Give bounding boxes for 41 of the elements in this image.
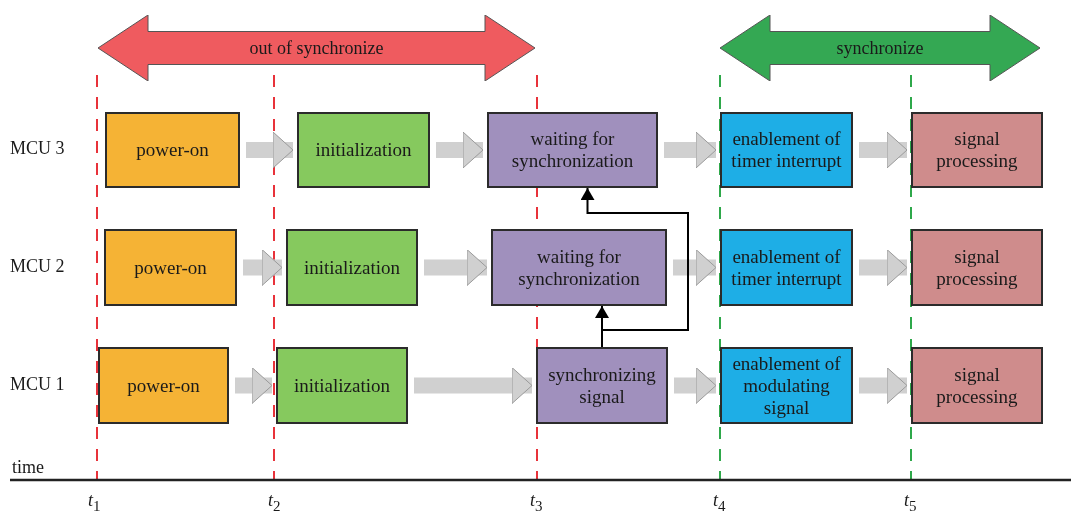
process-box: enablement of timer interrupt xyxy=(720,112,853,188)
process-box: enablement of modulating signal xyxy=(720,347,853,424)
band-label: out of synchronize xyxy=(249,37,384,59)
block-arrow xyxy=(246,131,294,169)
time-mark: t$_{1}$ xyxy=(88,490,101,511)
process-box: synchronizing signal xyxy=(536,347,668,424)
process-box: signal processing xyxy=(911,112,1043,188)
block-arrow xyxy=(243,249,283,286)
block-arrow xyxy=(674,367,717,404)
process-box: initialization xyxy=(297,112,430,188)
time-mark: t$_{2}$ xyxy=(268,490,281,511)
time-mark: t$_{4}$ xyxy=(713,490,726,511)
block-arrow xyxy=(235,367,273,404)
axis-label: time xyxy=(12,457,44,478)
process-box: signal processing xyxy=(911,347,1043,424)
process-box: power-on xyxy=(98,347,229,424)
block-arrow xyxy=(414,367,533,404)
arrow xyxy=(580,187,689,348)
process-box: initialization xyxy=(286,229,418,306)
double-arrow-band xyxy=(98,15,535,81)
double-arrow-band xyxy=(720,15,1040,81)
row-label: MCU 1 xyxy=(10,374,65,395)
process-box: waiting for synchronization xyxy=(487,112,658,188)
process-box: power-on xyxy=(104,229,237,306)
process-box: waiting for synchronization xyxy=(491,229,667,306)
time-mark: t$_{5}$ xyxy=(904,490,917,511)
process-box: enablement of timer interrupt xyxy=(720,229,853,306)
block-arrow xyxy=(859,131,908,169)
row-label: MCU 3 xyxy=(10,138,65,159)
process-box: signal processing xyxy=(911,229,1043,306)
block-arrow xyxy=(859,249,908,286)
block-arrow xyxy=(859,367,908,404)
block-arrow xyxy=(424,249,488,286)
process-box: initialization xyxy=(276,347,408,424)
block-arrow xyxy=(436,131,484,169)
band-label: synchronize xyxy=(836,37,924,59)
time-mark: t$_{3}$ xyxy=(530,490,543,511)
block-arrow xyxy=(673,249,717,286)
row-label: MCU 2 xyxy=(10,256,65,277)
block-arrow xyxy=(664,131,717,169)
process-box: power-on xyxy=(105,112,240,188)
